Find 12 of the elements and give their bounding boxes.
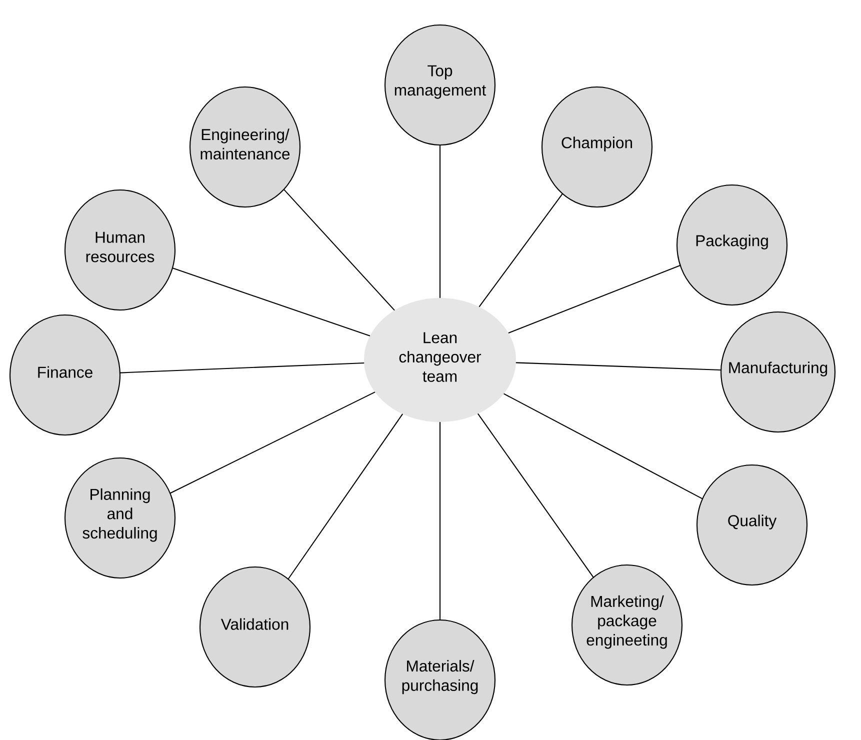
connector-line [504, 393, 703, 500]
connector-line [508, 264, 680, 334]
connector-line [283, 189, 395, 311]
connector-line [172, 268, 370, 336]
connector-line [477, 413, 594, 578]
connector-line [478, 193, 563, 308]
connector-line [516, 362, 722, 370]
connector-line [288, 414, 404, 580]
connector-line [170, 392, 376, 494]
connector-line [120, 362, 364, 374]
connector-line [439, 145, 441, 298]
connector-line [439, 422, 441, 620]
